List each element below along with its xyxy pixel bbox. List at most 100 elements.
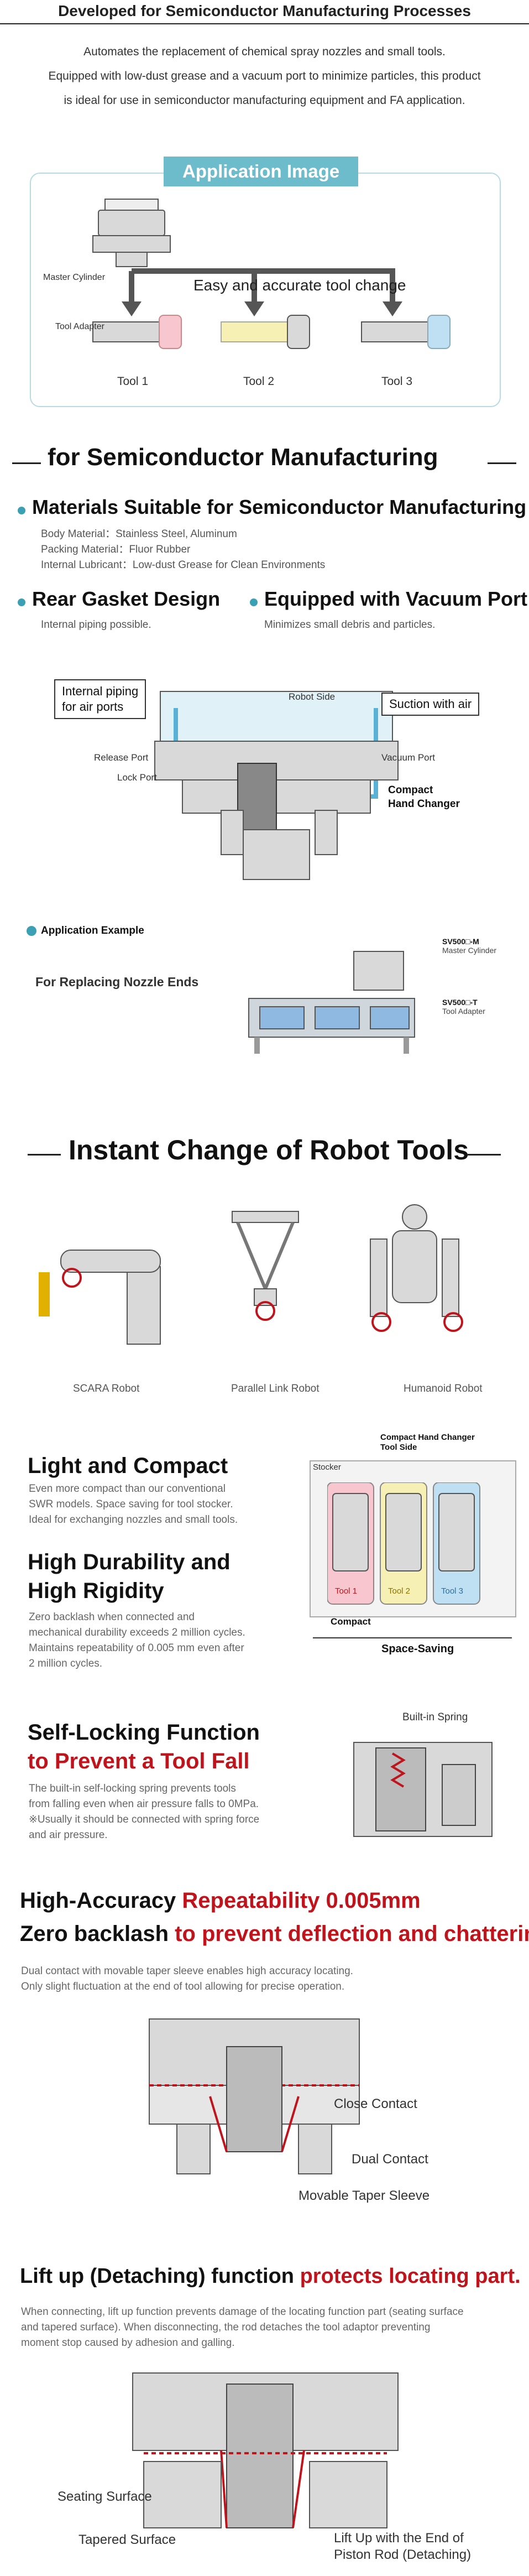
tool-change-arrows: [129, 268, 395, 304]
dual-contact-section: [149, 2018, 360, 2174]
tool-adapter-2-graphic: [221, 315, 310, 349]
intro-line-2: Equipped with low-dust grease and a vacu…: [48, 70, 481, 82]
intro-line-3: is ideal for use in semiconductor manufa…: [64, 94, 465, 107]
release-port-label: Release Port: [94, 752, 149, 763]
page-header: Developed for Semiconductor Manufacturin…: [0, 0, 529, 24]
close-contact-label: Close Contact: [334, 2096, 417, 2111]
tool-change-illustration: [92, 199, 451, 349]
tapered-surface-label: Tapered Surface: [78, 2532, 176, 2547]
taper-sleeve-label: Movable Taper Sleeve: [298, 2188, 430, 2203]
hand-changer-cross-section: [154, 691, 399, 880]
heading-dash-left: [12, 462, 41, 464]
replacing-nozzle-title: For Replacing Nozzle Ends: [35, 975, 199, 989]
gasket-text: Internal piping possible.: [41, 619, 151, 631]
tool-3-label: Tool 3: [381, 375, 413, 388]
master-code: SV500□-M: [442, 937, 479, 946]
accuracy-heading-2a: Zero backlash: [20, 1922, 175, 1946]
space-saving-arrow: [313, 1637, 512, 1638]
adapter-code: SV500□-T: [442, 998, 478, 1007]
self-locking-section: [353, 1742, 493, 1837]
lock-port-label: Lock Port: [117, 772, 157, 783]
light-heading: Light and Compact: [28, 1454, 228, 1478]
liftup-heading-a: Lift up (Detaching) function: [20, 2265, 300, 2288]
compact-label: Compact: [331, 1616, 371, 1627]
seating-surface-label: Seating Surface: [57, 2489, 152, 2504]
master-code-label: Master Cylinder: [442, 946, 497, 955]
durability-text-line: mechanical durability exceeds 2 million …: [29, 1627, 245, 1638]
accuracy-text-line: Only slight fluctuation at the end of to…: [21, 1981, 345, 1992]
self-locking-heading-2: to Prevent a Tool Fall: [28, 1749, 250, 1773]
vacuum-bullet-icon: [250, 599, 258, 606]
tool-1-label: Tool 1: [117, 375, 149, 388]
master-cylinder-label: Master Cylinder: [43, 273, 106, 282]
materials-bullet-icon: [18, 507, 25, 514]
materials-heading: Materials Suitable for Semiconductor Man…: [32, 496, 527, 518]
self-locking-text: The built-in self-locking spring prevent…: [29, 1781, 259, 1843]
durability-text-line: Zero backlash when connected and: [29, 1611, 195, 1623]
tool-change-headline: Easy and accurate tool change: [193, 277, 406, 294]
application-image-badge: Application Image: [164, 157, 359, 186]
materials-packing: Packing Material：Fluor Rubber: [41, 544, 191, 555]
liftup-text: When connecting, lift up function preven…: [21, 2304, 464, 2351]
humanoid-robot-graphic: [370, 1204, 463, 1332]
stocker-tool-2: Tool 2: [388, 1586, 411, 1596]
accuracy-heading-2b: to prevent deflection and chattering: [175, 1922, 529, 1946]
tool-adapter-1-graphic: [92, 315, 182, 349]
suction-callout: Suction with air: [381, 693, 480, 716]
light-text-line: Even more compact than our conventional: [29, 1483, 226, 1495]
durability-heading-2: High Rigidity: [28, 1579, 164, 1603]
self-locking-text-line: from falling even when air pressure fall…: [29, 1798, 259, 1810]
scara-robot-graphic: [39, 1250, 161, 1345]
application-example-icon: [27, 926, 36, 936]
lift-up-label: Lift Up with the End of Piston Rod (Deta…: [334, 2531, 472, 2562]
durability-text: Zero backlash when connected and mechani…: [29, 1610, 245, 1672]
vacuum-port-label: Vacuum Port: [381, 752, 436, 763]
scara-robot-label: SCARA Robot: [73, 1383, 140, 1394]
liftup-text-line: and tapered surface). When disconnecting…: [21, 2322, 431, 2333]
robot-side-label: Robot Side: [289, 691, 336, 702]
accuracy-text-line: Dual contact with movable taper sleeve e…: [21, 1965, 353, 1977]
tool-adapter-label: Tool Adapter: [55, 322, 104, 331]
liftup-heading-b: protects locating part.: [300, 2265, 521, 2288]
header-underline: [0, 23, 529, 24]
materials-lubricant: Internal Lubricant：Low-dust Grease for C…: [41, 559, 326, 571]
robot-illustrations: [39, 1204, 463, 1345]
built-in-spring-label: Built-in Spring: [402, 1711, 468, 1723]
materials-body: Body Material：Stainless Steel, Aluminum: [41, 528, 237, 540]
robots-heading: Instant Change of Robot Tools: [69, 1135, 469, 1165]
robots-dash-right: [468, 1154, 501, 1156]
accuracy-heading-1: High-Accuracy Repeatability 0.005mm: [20, 1888, 421, 1913]
intro-text: Automates the replacement of chemical sp…: [0, 40, 529, 113]
durability-text-line: 2 million cycles.: [29, 1658, 103, 1669]
accuracy-heading-2: Zero backlash to prevent deflection and …: [20, 1922, 529, 1947]
intro-line-1: Automates the replacement of chemical sp…: [83, 45, 446, 58]
materials-list: Body Material：Stainless Steel, Aluminum …: [41, 527, 325, 573]
stocker-tools-graphic: [327, 1482, 480, 1605]
gasket-bullet-icon: [18, 599, 25, 606]
parallel-link-robot-label: Parallel Link Robot: [231, 1383, 320, 1394]
light-text: Even more compact than our conventional …: [29, 1481, 238, 1528]
durability-text-line: Maintains repeatability of 0.005 mm even…: [29, 1642, 244, 1654]
stocker-tool-1: Tool 1: [335, 1586, 358, 1596]
robots-dash-left: [28, 1154, 61, 1156]
dual-contact-label: Dual Contact: [352, 2152, 428, 2167]
durability-heading-1: High Durability and: [28, 1550, 231, 1574]
self-locking-text-line: ※Usually it should be connected with spr…: [29, 1814, 260, 1825]
page-title: Developed for Semiconductor Manufacturin…: [58, 2, 471, 19]
liftup-text-line: When connecting, lift up function preven…: [21, 2306, 464, 2318]
adapter-code-label: Tool Adapter: [442, 1007, 485, 1016]
nozzle-station-illustration: [248, 951, 415, 1054]
vacuum-text: Minimizes small debris and particles.: [264, 619, 436, 631]
stocker-top-label: Compact Hand Changer Tool Side: [380, 1433, 475, 1452]
master-cylinder-graphic: [92, 199, 171, 267]
parallel-link-robot-graphic: [232, 1211, 299, 1321]
tool-2-label: Tool 2: [243, 375, 275, 388]
liftup-text-line: moment stop caused by adhesion and galli…: [21, 2337, 235, 2349]
application-example-label: Application Example: [41, 925, 144, 936]
self-locking-heading-1: Self-Locking Function: [28, 1720, 260, 1745]
stocker-tool-3: Tool 3: [441, 1586, 464, 1596]
liftup-heading: Lift up (Detaching) function protects lo…: [20, 2265, 521, 2288]
accuracy-heading-1a: High-Accuracy: [20, 1888, 182, 1913]
light-text-line: Ideal for exchanging nozzles and small t…: [29, 1514, 238, 1526]
semiconductor-heading: for Semiconductor Manufacturing: [48, 444, 438, 471]
